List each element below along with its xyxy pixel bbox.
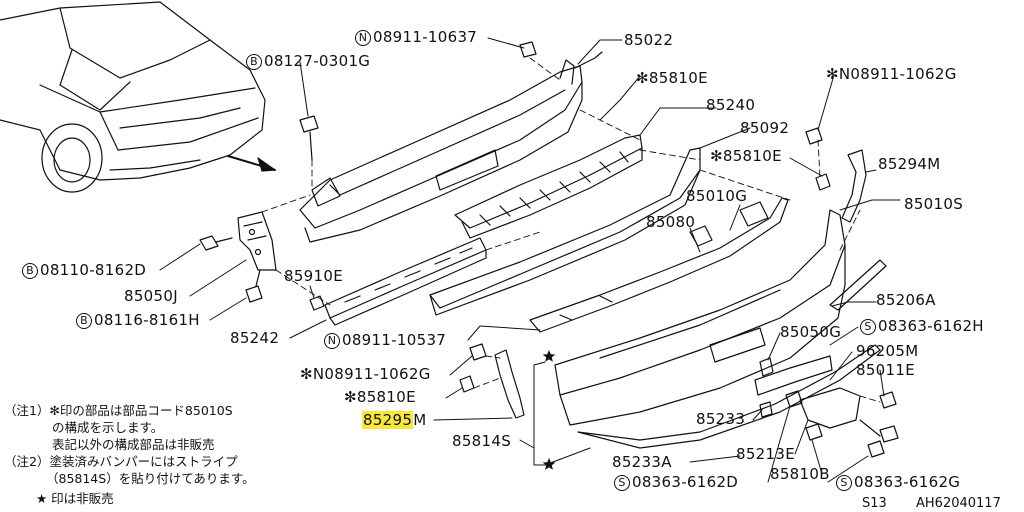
bumper-reinforcement: [299, 51, 603, 243]
leader-lines: [159, 37, 901, 483]
part-label-85092[interactable]: 85092: [740, 119, 790, 137]
prefix-n-badge: N: [355, 30, 371, 46]
part-label-85810E-right[interactable]: ✻85810E: [710, 147, 782, 165]
part-label-85810B[interactable]: 85810B: [770, 465, 830, 483]
part-label-85240[interactable]: 85240: [706, 96, 756, 114]
part-label-85294M[interactable]: 85294M: [878, 155, 941, 173]
energy-absorber: [454, 134, 643, 239]
part-label-85206A[interactable]: 85206A: [876, 291, 936, 309]
bolt-08363-6162D: [785, 390, 803, 408]
part-label-85910E[interactable]: 85910E: [284, 267, 343, 285]
part-label-85213E[interactable]: 85213E: [736, 445, 795, 463]
part-label-96205M[interactable]: 96205M: [856, 342, 919, 360]
part-label-85810E-bottom[interactable]: ✻85810E: [344, 388, 416, 406]
bolt-08363-6162H: [859, 419, 899, 443]
part-label-85242[interactable]: 85242: [230, 329, 280, 347]
note-2-line-1: （注2）塗装済みバンパーにはストライプ: [4, 454, 238, 469]
side-retainer-85294M: [841, 149, 867, 223]
bolt-08110: [199, 235, 233, 251]
clip-85011E: [879, 391, 897, 409]
prefix-b-badge: B: [246, 54, 262, 70]
part-label-85010G[interactable]: 85010G: [686, 187, 748, 205]
nut-08911-10637: [519, 41, 537, 58]
part-label-08911-1062G-top[interactable]: ✻N08911-1062G: [826, 65, 957, 83]
car-rear-outline: [0, 1, 266, 193]
part-label-85814S[interactable]: 85814S: [452, 432, 512, 450]
clip-85810B: [805, 423, 823, 441]
part-label-85810E-top[interactable]: ✻85810E: [636, 69, 708, 87]
clip-85810E-upper: [815, 173, 831, 191]
prefix-b-badge: B: [76, 313, 92, 329]
part-label-85022[interactable]: 85022: [624, 31, 674, 49]
bumper-cover-85010S: [554, 209, 846, 426]
direction-arrowhead: [257, 157, 276, 172]
note-2-line-2: （85814S）を貼り付けてあります。: [46, 471, 255, 486]
star-mark-lower: [542, 458, 556, 470]
nut-08911-1062G-lower: [469, 343, 487, 361]
molding-85206A: [829, 259, 887, 311]
part-label-85011E[interactable]: 85011E: [856, 361, 915, 379]
nut-85910E: [309, 295, 325, 311]
prefix-s-badge: S: [860, 319, 876, 335]
part-label-85050G[interactable]: 85050G: [780, 323, 842, 341]
note-1-line-1: （注1）✻印の部品は部品コード85010S: [4, 403, 233, 418]
note-1-line-2: の構成を示します。: [52, 420, 164, 435]
prefix-s-badge: S: [836, 475, 852, 491]
prefix-s-badge: S: [614, 475, 630, 491]
clip-85810E-lower: [459, 375, 475, 393]
nut-08911-1062G-upper: [805, 127, 823, 145]
bolt-08127: [299, 115, 319, 161]
bolt-08116: [245, 269, 263, 303]
clip-85233: [759, 401, 773, 418]
prefix-n-badge: N: [324, 333, 340, 349]
side-retainer-85295M: [494, 349, 525, 419]
note-1-line-3: 表記以外の構成部品は非販売: [52, 437, 215, 452]
note-star-legend: ★ 印は非販売: [36, 491, 114, 506]
diagram-code: AH62040117: [916, 496, 1001, 511]
bumper-fascia-85092: [429, 147, 701, 316]
part-label-85010S[interactable]: 85010S: [904, 195, 964, 213]
bolt-08363-6162G: [867, 440, 885, 458]
part-label-85295M[interactable]: 85295M: [362, 411, 427, 429]
side-bracket-left: [237, 211, 277, 271]
part-label-85080[interactable]: 85080: [646, 213, 696, 231]
star-mark-upper: [542, 350, 556, 362]
dashed-guides: [261, 57, 881, 403]
highlighted-part-number: 85295: [362, 411, 414, 429]
part-label-08911-1062G-bottom[interactable]: ✻N08911-1062G: [300, 365, 431, 383]
not-sold-stars: [542, 350, 556, 470]
prefix-b-badge: B: [22, 263, 38, 279]
part-label-85050J[interactable]: 85050J: [124, 287, 178, 305]
model-code: S13: [862, 496, 887, 511]
part-label-85233[interactable]: 85233: [696, 410, 746, 428]
stripe-85814S: [577, 344, 881, 449]
lower-bracket: [324, 237, 487, 326]
part-label-85233A[interactable]: 85233A: [612, 453, 672, 471]
inner-bracket-85080: [529, 197, 789, 333]
